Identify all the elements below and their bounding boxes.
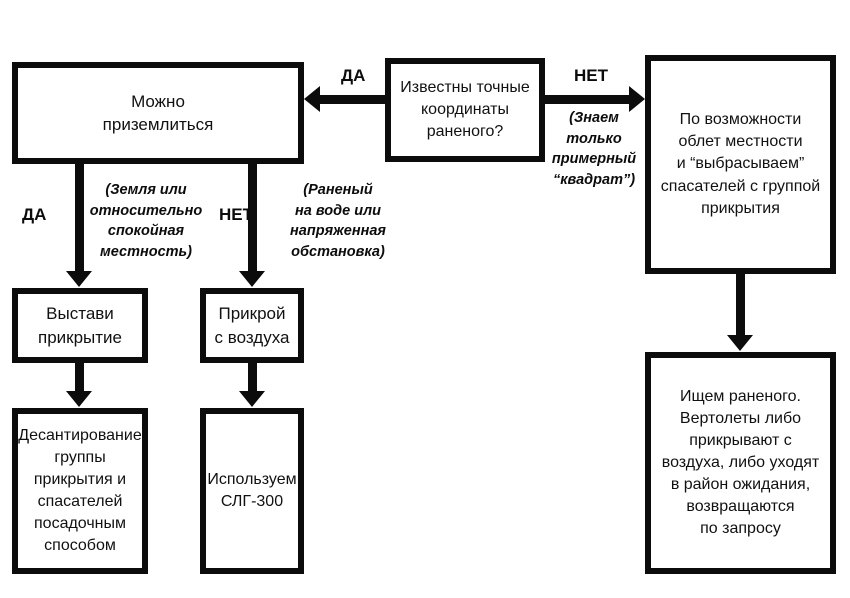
node-landing-drop-label: Десантирование группы прикрытия и спасат… (18, 426, 142, 555)
connector-canland-to-aircover (248, 163, 257, 272)
node-known-coordinates-label: Известны точные координаты раненого? (400, 78, 530, 141)
node-set-cover[interactable]: Выстави прикрытие (12, 288, 148, 363)
edge-note-approximate-quadrant: (Знаем только примерный “квадрат”) (551, 110, 637, 188)
arrowhead-to-setcover (66, 271, 92, 287)
node-flyover-drop-rescuers-label: По возможности облет местности и “выбрас… (660, 111, 821, 217)
node-landing-drop[interactable]: Десантирование группы прикрытия и спасат… (12, 408, 148, 574)
node-can-land[interactable]: Можно приземлиться (12, 62, 304, 164)
edge-note-water-or-hostile: (Раненый на воде или напряженная обстано… (290, 182, 386, 260)
connector-setcover-to-landingdrop (75, 363, 84, 393)
arrowhead-to-search (727, 335, 753, 351)
node-search-wounded-label: Ищем раненого. Вертолеты либо прикрывают… (661, 387, 820, 538)
arrowhead-to-landingdrop (66, 391, 92, 407)
node-use-slg-300[interactable]: Используем СЛГ-300 (200, 408, 304, 574)
node-known-coordinates[interactable]: Известны точные координаты раненого? (385, 58, 545, 162)
arrowhead-to-flyover (629, 86, 645, 112)
edge-note-ground-conditions: (Земля или относительно спокойная местно… (89, 182, 203, 260)
node-use-slg-300-label: Используем СЛГ-300 (207, 470, 297, 510)
node-air-cover-label: Прикрой с воздуха (214, 304, 290, 347)
arrowhead-to-aircover (239, 271, 265, 287)
connector-aircover-to-slg (248, 363, 257, 393)
connector-known-to-canland (320, 95, 387, 104)
node-air-cover[interactable]: Прикрой с воздуха (200, 288, 304, 363)
node-can-land-label: Можно приземлиться (102, 91, 214, 134)
connector-known-to-flyover (543, 95, 630, 104)
edge-label-no-middle-branch: НЕТ (219, 205, 253, 224)
edge-label-yes-left-branch: ДА (22, 205, 47, 224)
arrowhead-to-slg (239, 391, 265, 407)
node-flyover-drop-rescuers[interactable]: По возможности облет местности и “выбрас… (645, 55, 836, 274)
connector-flyover-to-search (736, 274, 745, 336)
connector-canland-to-setcover (75, 163, 84, 272)
edge-label-yes-to-can-land: ДА (341, 66, 366, 85)
arrowhead-to-canland (304, 86, 320, 112)
node-search-wounded[interactable]: Ищем раненого. Вертолеты либо прикрывают… (645, 352, 836, 574)
node-set-cover-label: Выстави прикрытие (37, 304, 122, 347)
edge-label-no-to-flyover: НЕТ (574, 66, 608, 85)
